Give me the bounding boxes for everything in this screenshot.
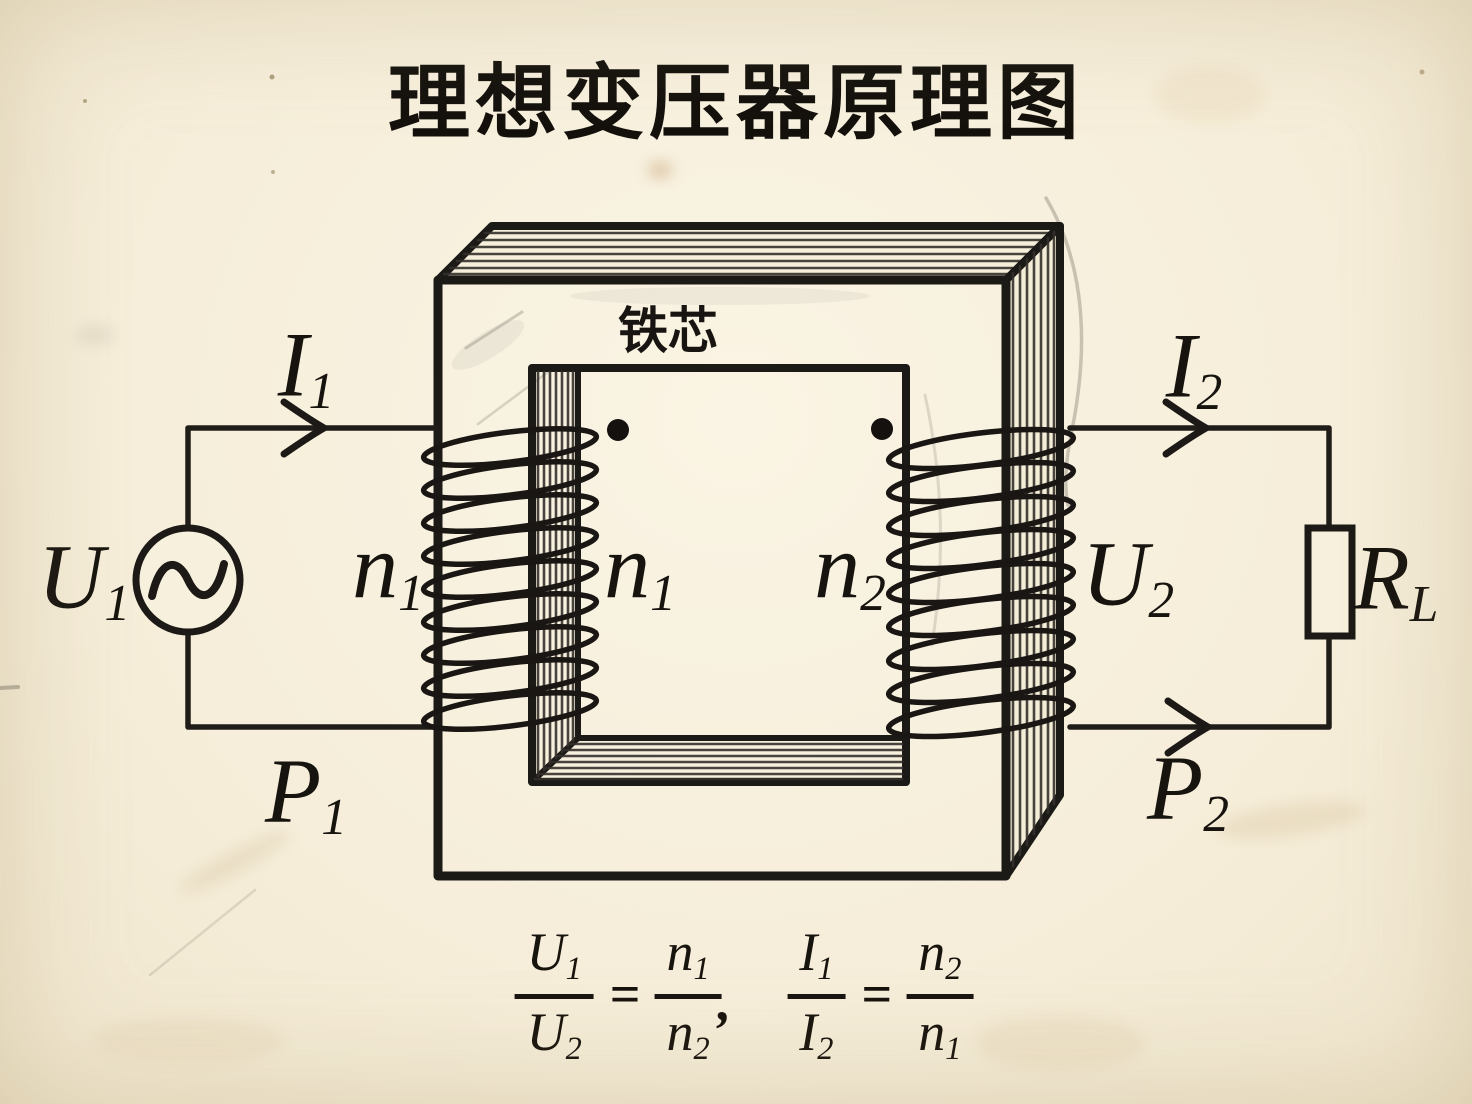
label-voltage-secondary: U2	[1081, 522, 1175, 629]
core-window	[528, 364, 910, 786]
label-voltage-primary: U1	[37, 525, 131, 632]
label-current-secondary: I2	[1165, 314, 1223, 421]
equals-sign: =	[861, 964, 892, 1025]
comma-separator: ,	[717, 972, 732, 1033]
paper-stains	[75, 67, 1425, 1070]
core-side-face-hatch	[1011, 230, 1056, 868]
core-top-face-hatch	[442, 231, 1055, 276]
secondary-bottom-wire	[1067, 633, 1332, 730]
polarity-dot-secondary	[871, 418, 893, 440]
primary-circuit-wires	[185, 425, 440, 730]
core-inner-bottom-hatch	[533, 742, 904, 781]
label-turns-primary-inner: n1	[604, 515, 676, 622]
label-current-primary: I1	[277, 313, 335, 420]
iron-core-label: 铁芯	[618, 303, 718, 359]
equals-sign: =	[609, 964, 641, 1025]
secondary-top-wire	[1067, 425, 1332, 531]
fraction-n2-n1: n2 n1	[906, 921, 974, 1067]
secondary-circuit-wires	[1067, 425, 1332, 730]
fraction-i1-i2: I1 I2	[787, 921, 846, 1067]
fraction-u1-u2: U1 U2	[514, 921, 594, 1067]
primary-top-wire	[185, 425, 440, 532]
ac-source-icon	[132, 524, 244, 636]
label-turns-primary-outer: n1	[352, 515, 424, 622]
current-arrow-primary	[280, 398, 328, 458]
label-power-primary: P1	[265, 739, 347, 846]
iron-core	[433, 222, 1064, 881]
sine-wave-glyph	[148, 560, 228, 600]
label-power-secondary: P2	[1147, 736, 1229, 843]
primary-bottom-wire	[185, 628, 440, 730]
primary-coil	[420, 425, 600, 733]
label-turns-secondary: n2	[814, 515, 886, 622]
bottom-arrow-secondary	[1164, 697, 1212, 757]
secondary-coil	[885, 426, 1077, 740]
load-resistor	[1304, 524, 1356, 640]
fraction-n1-n2: n1 n2	[654, 921, 722, 1067]
current-arrow-secondary	[1162, 398, 1210, 458]
transformer-formula: U1 U2 = n1 n2 , I1 I2 = n2 n1	[514, 921, 974, 1067]
page-title: 理想变压器原理图	[387, 58, 1085, 149]
label-load-resistor: RL	[1353, 526, 1439, 633]
polarity-dot-primary	[607, 419, 629, 441]
